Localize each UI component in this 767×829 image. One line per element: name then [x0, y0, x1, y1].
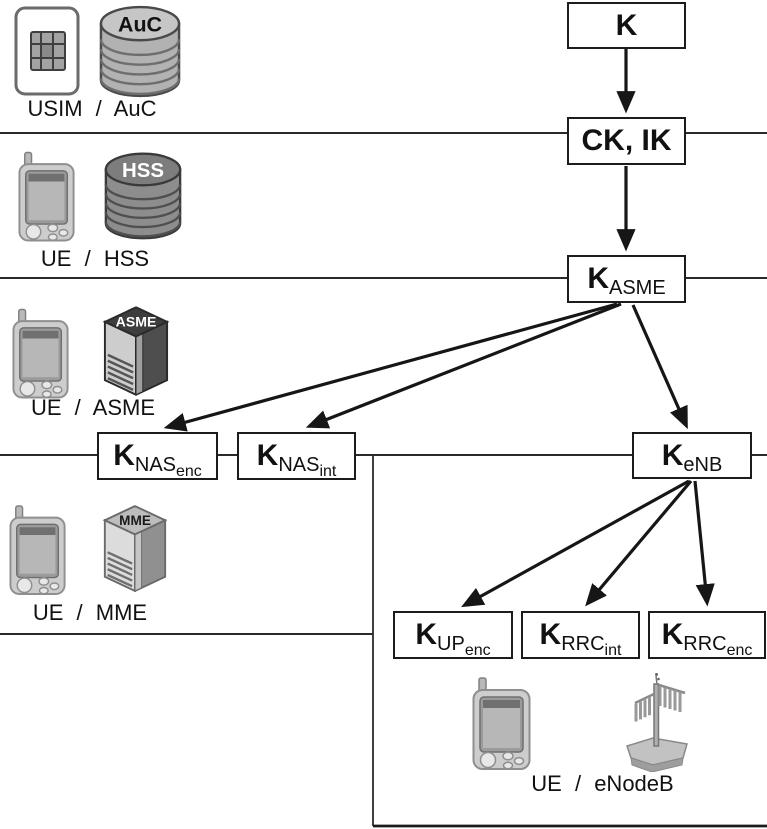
auc-database-label: AuC: [118, 12, 162, 36]
key-label: K: [415, 618, 438, 651]
key-label: K: [587, 262, 609, 295]
sim-card-icon: [14, 6, 80, 96]
auc-database-icon: AuC: [99, 4, 181, 98]
phone-icon: [12, 308, 70, 400]
key-label: K: [661, 618, 684, 651]
arrow-kenb-to-krrc-enc: [693, 480, 715, 607]
key-label: K: [615, 8, 638, 42]
section-label-ue-mme: UE / MME: [32, 600, 148, 625]
section-label-ue-asme: UE / ASME: [30, 395, 156, 420]
arrow-kasme-to-kenb: [631, 304, 688, 430]
mme-server-label: MME: [119, 513, 151, 528]
key-box-k: K: [567, 2, 686, 49]
phone-icon: [472, 674, 532, 774]
hss-database-label: HSS: [122, 160, 164, 182]
mme-server-icon: MME: [102, 501, 168, 596]
section-label-ue-enodeb: UE / eNodeB: [531, 771, 674, 796]
arrow-kenb-to-krrc-int: [585, 479, 693, 607]
arrow-kenb-to-kup-enc: [461, 479, 690, 608]
key-label: CK, IK: [581, 124, 672, 157]
key-label: K: [661, 438, 684, 472]
arrow-kasme-to-knas-int: [305, 302, 622, 429]
phone-icon: [18, 150, 76, 244]
key-label: K: [256, 439, 279, 472]
key-label: K: [113, 439, 135, 472]
key-box-ck-ik: CK, IK: [567, 117, 686, 165]
arrow-kasme-to-knas-enc: [163, 302, 618, 432]
key-label: K: [539, 618, 562, 651]
hss-database-icon: HSS: [104, 148, 182, 243]
section-label-usim-auc: USIM / AuC: [27, 96, 157, 121]
asme-server-label: ASME: [116, 314, 157, 330]
phone-icon: [9, 502, 67, 599]
asme-server-icon: ASME: [102, 306, 170, 396]
section-label-ue-hss: UE / HSS: [40, 246, 150, 271]
enodeb-antenna-icon: [618, 670, 696, 772]
